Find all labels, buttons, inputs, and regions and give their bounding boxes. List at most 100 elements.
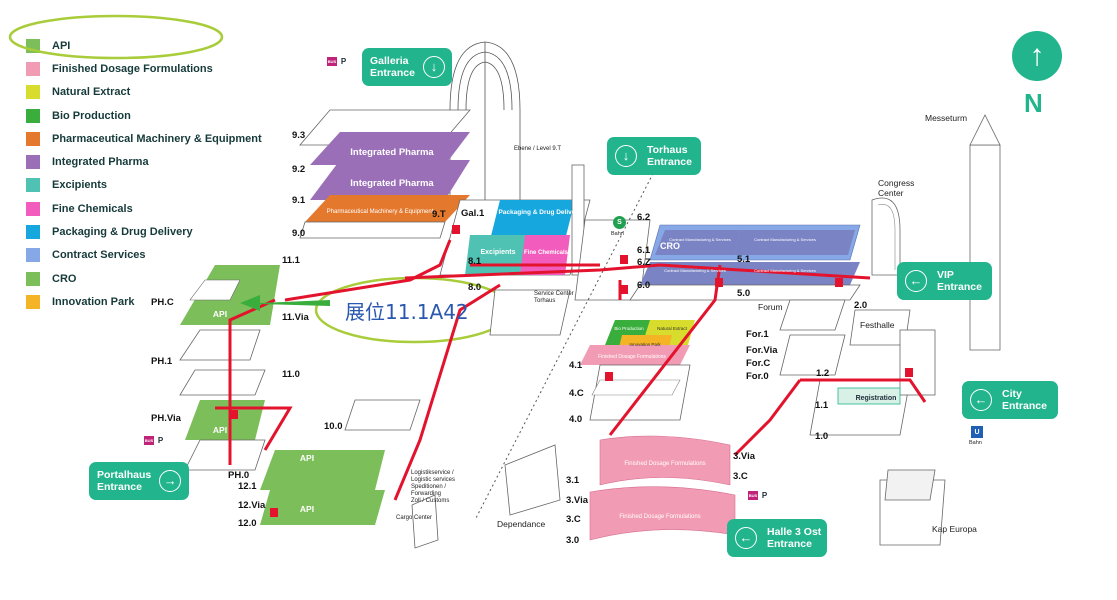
level-label: PH.1 bbox=[151, 356, 173, 367]
hall-9-stack bbox=[299, 109, 471, 239]
legend-item-excipients: Excipients bbox=[26, 174, 286, 197]
place-label-festhalle: Festhalle bbox=[860, 320, 895, 330]
place-label-logistik-2: Logistic services bbox=[411, 477, 456, 483]
info-icon bbox=[715, 278, 723, 287]
parking-icon: P bbox=[157, 436, 164, 445]
place-label-logistik-5: Zoll / Customs bbox=[411, 498, 450, 504]
level-label: 8.0 bbox=[468, 282, 482, 293]
info-icon bbox=[835, 278, 843, 287]
level-label: For.Via bbox=[746, 345, 778, 356]
hall-label-bio-production: Bio Production bbox=[614, 326, 644, 331]
place-label-cargo: Cargo Center bbox=[396, 515, 433, 521]
level-label: 2.0 bbox=[854, 300, 868, 311]
level-label: 4.0 bbox=[569, 414, 583, 425]
arrow-down-icon: ↓ bbox=[422, 56, 445, 78]
legend-swatch bbox=[26, 131, 40, 146]
legend-label: Excipients bbox=[52, 179, 108, 192]
level-label: 5.0 bbox=[737, 288, 751, 299]
bus-icon: BUS bbox=[327, 57, 337, 66]
entrance-line2: Entrance bbox=[937, 281, 982, 293]
level-label: 9.2 bbox=[292, 164, 306, 175]
hall-label-packaging: Packaging & Drug Delivery bbox=[498, 209, 581, 216]
legend-item-fdf: Finished Dosage Formulations bbox=[26, 57, 286, 80]
level-label: 4.C bbox=[569, 388, 584, 399]
arrow-down-icon: ↓ bbox=[615, 145, 637, 167]
north-arrow-icon: ↑ bbox=[1012, 31, 1062, 81]
level-label: For.C bbox=[746, 358, 771, 369]
info-icon bbox=[270, 508, 278, 517]
level-label: 3.Via bbox=[733, 451, 756, 462]
legend-item-cro: CRO bbox=[26, 267, 286, 290]
level-label: 10.0 bbox=[324, 421, 343, 432]
parking-icon: P bbox=[761, 491, 768, 500]
level-label: PH.C bbox=[151, 297, 174, 308]
level-label: 1.2 bbox=[816, 368, 830, 379]
entrance-line2: Entrance bbox=[370, 67, 415, 79]
level-label: 6.2 bbox=[637, 212, 651, 223]
place-label-logistik-4: Forwarding bbox=[411, 491, 442, 497]
legend-swatch bbox=[26, 108, 40, 123]
legend-label: Bio Production bbox=[52, 109, 131, 122]
hall-label-contract-2: Contract Manufacturing & Services bbox=[754, 237, 816, 242]
bus-icon: BUS bbox=[144, 436, 154, 445]
hall-label-api-ph-c: API bbox=[213, 309, 227, 319]
entrance-line1: Galleria bbox=[370, 55, 409, 67]
hall-6-5-block bbox=[629, 197, 901, 301]
hall-label-innovation-park: Innovation Park bbox=[629, 342, 661, 347]
info-icon bbox=[230, 410, 238, 419]
dependance-buildings bbox=[411, 444, 561, 549]
legend-label: Integrated Pharma bbox=[52, 156, 149, 169]
hall-4-block bbox=[580, 320, 695, 421]
hall-label-fine-chemicals: Fine Chemicals bbox=[524, 250, 569, 256]
legend-label: Finished Dosage Formulations bbox=[52, 62, 213, 75]
hall-label-excipients: Excipients bbox=[480, 249, 515, 256]
hall-12-block bbox=[260, 399, 421, 525]
level-label: 1.0 bbox=[815, 431, 829, 442]
place-label-kap-europa: Kap Europa bbox=[932, 524, 977, 534]
hall-3-block bbox=[589, 435, 736, 541]
entrance-line1: Portalhaus bbox=[97, 469, 152, 481]
parking-icon: P bbox=[340, 57, 347, 66]
hall-label-fdf-3-1: Finished Dosage Formulations bbox=[624, 461, 705, 467]
hall-label-api-ph-via: API bbox=[213, 425, 227, 435]
arrow-left-icon: ← bbox=[735, 527, 757, 549]
entrance-line2: Entrance bbox=[1002, 400, 1047, 412]
place-label-dependance: Dependance bbox=[497, 519, 546, 529]
info-icon bbox=[620, 255, 628, 264]
entrance-line2: Entrance bbox=[97, 481, 142, 493]
u-bahn-icon: U bbox=[971, 426, 983, 438]
arrow-left-icon: ← bbox=[905, 270, 927, 292]
booth-pointer-arrow bbox=[240, 295, 330, 311]
level-label: 3.C bbox=[733, 471, 748, 482]
legend-swatch bbox=[26, 85, 40, 100]
entrance-line1: Halle 3 Ost bbox=[767, 526, 822, 538]
s-bahn-label: Bahn bbox=[611, 231, 624, 237]
level-label: 6.0 bbox=[637, 280, 651, 291]
level-label: 3.Via bbox=[566, 495, 589, 506]
level-label: 9.3 bbox=[292, 130, 306, 141]
place-label-congress: Congress Center bbox=[878, 178, 915, 198]
level-label: 6.Z bbox=[637, 257, 651, 268]
level-label: 1.1 bbox=[815, 400, 829, 411]
level-label: 8.1 bbox=[468, 256, 482, 267]
legend-label: Natural Extract bbox=[52, 86, 131, 99]
legend-item-innovation-park: Innovation Park bbox=[26, 290, 286, 313]
arrow-left-icon: ← bbox=[970, 389, 992, 411]
legend-item-packaging: Packaging & Drug Delivery bbox=[26, 220, 286, 243]
arrow-right-icon: → bbox=[159, 470, 182, 492]
legend-item-fine-chemicals: Fine Chemicals bbox=[26, 197, 286, 220]
place-label-logistik-3: Speditionen / bbox=[411, 484, 447, 490]
legend-label: Innovation Park bbox=[52, 295, 135, 308]
registration-label: Registration bbox=[856, 395, 897, 402]
legend-label: Fine Chemicals bbox=[52, 202, 133, 215]
level-label: For.1 bbox=[746, 329, 769, 340]
hall-label-contract-4: Contract Manufacturing & Services bbox=[754, 268, 816, 273]
